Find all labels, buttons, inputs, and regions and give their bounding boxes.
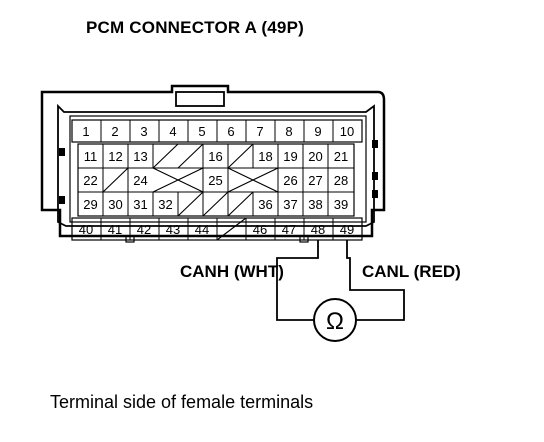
side-bump (372, 172, 378, 180)
terminal-46: 46 (253, 222, 267, 237)
side-bump (372, 190, 378, 198)
terminal-7: 7 (256, 124, 263, 139)
terminal-42: 42 (137, 222, 151, 237)
terminal-22: 22 (83, 173, 97, 188)
terminal-9: 9 (314, 124, 321, 139)
terminal-47: 47 (282, 222, 296, 237)
terminal-30: 30 (108, 197, 122, 212)
connector-housing (40, 84, 386, 238)
terminal-10: 10 (340, 124, 354, 139)
terminal-12: 12 (108, 149, 122, 164)
side-bump (372, 140, 378, 148)
empty-cell-marks (102, 143, 279, 217)
terminal-28: 28 (334, 173, 348, 188)
terminal-19: 19 (283, 149, 297, 164)
ohmmeter (313, 298, 357, 342)
terminal-40: 40 (79, 222, 93, 237)
terminal-4: 4 (169, 124, 176, 139)
terminal-36: 36 (258, 197, 272, 212)
terminal-44: 44 (195, 222, 209, 237)
terminal-39: 39 (334, 197, 348, 212)
terminal-grid-middle (77, 143, 355, 217)
terminal-8: 8 (285, 124, 292, 139)
canl-lead (346, 240, 405, 321)
terminal-21: 21 (334, 149, 348, 164)
canl-label: CANL (RED) (362, 262, 461, 281)
terminal-43: 43 (166, 222, 180, 237)
inner-frame (57, 103, 375, 227)
terminal-31: 31 (133, 197, 147, 212)
terminal-6: 6 (227, 124, 234, 139)
terminal-38: 38 (308, 197, 322, 212)
terminal-1: 1 (82, 124, 89, 139)
side-bump (59, 148, 65, 156)
terminal-27: 27 (308, 173, 322, 188)
terminal-37: 37 (283, 197, 297, 212)
terminal-5: 5 (198, 124, 205, 139)
terminal-25: 25 (208, 173, 222, 188)
terminal-18: 18 (258, 149, 272, 164)
terminal-row-1 (71, 119, 363, 143)
side-bump (59, 196, 65, 204)
terminal-11: 11 (84, 149, 98, 164)
terminal-26: 26 (283, 173, 297, 188)
ohm-symbol-icon: Ω (326, 308, 344, 335)
terminal-29: 29 (83, 197, 97, 212)
terminal-20: 20 (308, 149, 322, 164)
terminal-3: 3 (140, 124, 147, 139)
lock-tab (175, 91, 225, 107)
caption: Terminal side of female terminals (50, 392, 314, 412)
terminal-32: 32 (158, 197, 172, 212)
diagram-title: PCM CONNECTOR A (49P) (86, 18, 304, 37)
terminal-41: 41 (108, 222, 122, 237)
terminal-49: 49 (340, 222, 354, 237)
cavity-frame (69, 115, 367, 223)
canh-lead (276, 240, 319, 321)
terminal-16: 16 (208, 149, 222, 164)
terminal-24: 24 (133, 173, 147, 188)
terminal-13: 13 (133, 149, 147, 164)
terminal-48: 48 (311, 222, 325, 237)
terminal-row-5 (71, 217, 363, 241)
terminal-2: 2 (111, 124, 118, 139)
canh-label: CANH (WHT) (180, 262, 284, 281)
